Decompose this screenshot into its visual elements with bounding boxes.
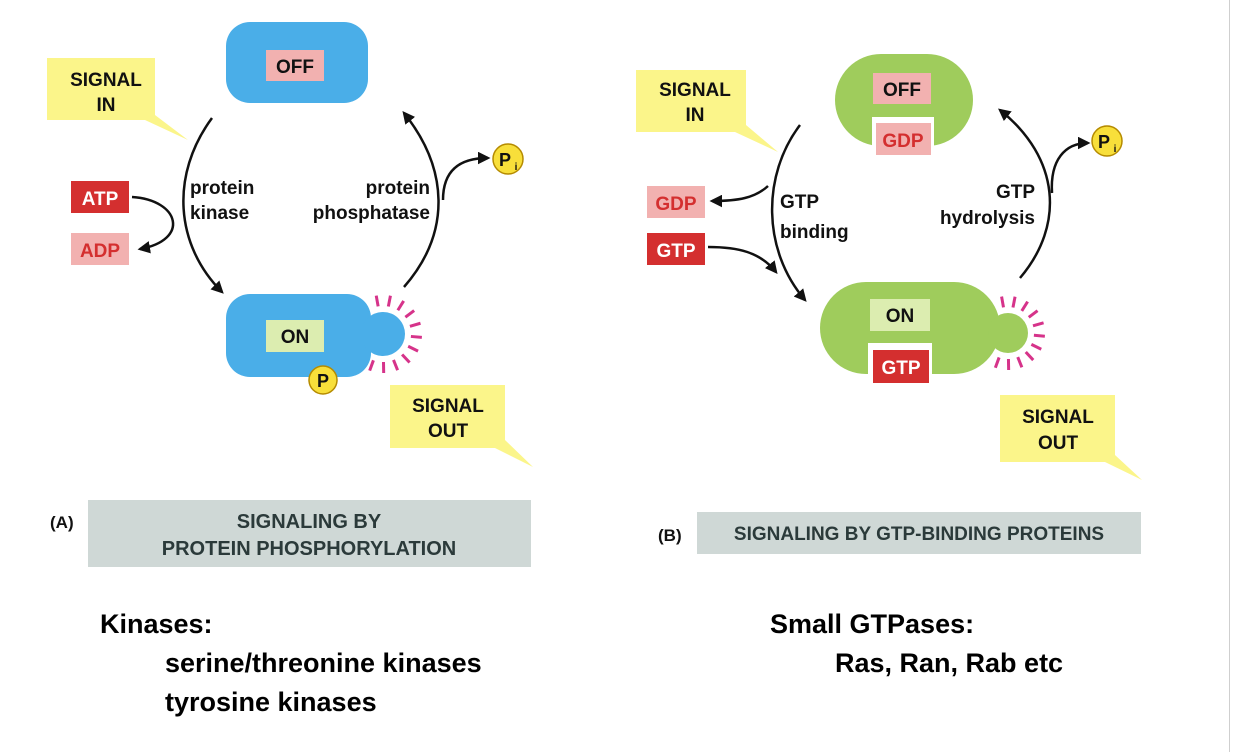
gtpases-heading: Small GTPases:: [770, 609, 975, 639]
adp-box: [71, 233, 129, 265]
gtp-box: [647, 233, 705, 265]
activity-ray: [368, 359, 375, 372]
signal-out-label-line2: OUT: [428, 421, 469, 442]
hydrolysis-label-line2: hydrolysis: [940, 208, 1035, 229]
activity-ray: [404, 309, 416, 319]
panel-b-title: SIGNALING BY GTP-BINDING PROTEINS: [734, 524, 1104, 545]
atp-box: [71, 181, 129, 213]
panel-b-title-box: [697, 512, 1141, 554]
gtp-uptake-arrow: [707, 245, 778, 274]
pi-release-arrow-a: [441, 151, 491, 201]
activity-ray: [1020, 300, 1029, 312]
phosphatase-arrow: [402, 111, 440, 288]
on-protein-a: ON: [226, 294, 405, 377]
kinases-item-tyrosine: tyrosine kinases: [165, 687, 377, 717]
phosphatase-label-line1: protein: [366, 178, 430, 199]
panel-a-title-box: [88, 500, 531, 567]
gtp-label: GTP: [656, 241, 695, 262]
svg-text:i: i: [515, 162, 518, 173]
activity-ray: [1027, 309, 1039, 319]
signal-out-label-line1: SIGNAL: [412, 396, 484, 417]
atp-adp-arrow: [131, 195, 175, 254]
gtp-binding-arrow: [770, 124, 807, 302]
pi-release-arrow-b: [1050, 136, 1091, 194]
panel-b: SIGNAL IN OFF GDP GDP GTP GTP binding GT…: [636, 54, 1142, 554]
on-protein-b: ON GTP: [820, 282, 1028, 388]
off-gdp-label: GDP: [882, 131, 924, 152]
activity-ray: [1032, 321, 1044, 328]
binding-label-line2: binding: [780, 222, 849, 243]
atp-label: ATP: [82, 189, 119, 210]
pi-circle-a: P i: [492, 143, 524, 175]
activity-rays-a: [368, 295, 422, 374]
svg-text:i: i: [1114, 144, 1117, 155]
phosphatase-label-line2: phosphatase: [313, 203, 430, 224]
off-protein-b: OFF GDP: [835, 54, 973, 162]
activity-ray: [1000, 296, 1005, 308]
activity-ray: [993, 356, 1001, 369]
activity-ray: [1011, 296, 1017, 308]
off-protein-a: OFF: [226, 22, 368, 103]
svg-text:P: P: [499, 150, 511, 170]
activity-ray: [396, 300, 405, 312]
page-edge-divider: [1229, 0, 1230, 752]
gdp-label: GDP: [655, 194, 697, 215]
panel-a-title-line1: SIGNALING BY: [237, 511, 382, 533]
activity-ray: [374, 295, 380, 307]
hydrolysis-label-line1: GTP: [996, 182, 1035, 203]
activity-ray: [400, 353, 411, 364]
activity-ray: [409, 321, 421, 328]
on-label-a: ON: [281, 327, 310, 348]
gtp-hydrolysis-arrow: [998, 108, 1052, 279]
phosphate-circle: P: [308, 365, 338, 395]
activity-ray: [386, 295, 392, 307]
activity-ray: [1030, 343, 1042, 351]
off-label-a: OFF: [276, 57, 314, 78]
kinases-heading: Kinases:: [100, 609, 213, 639]
signal-out-flag-b: SIGNAL OUT: [1000, 395, 1142, 480]
svg-text:P: P: [317, 371, 329, 391]
panel-a-title-line2: PROTEIN PHOSPHORYLATION: [162, 538, 456, 560]
signal-out-label-b-line2: OUT: [1038, 433, 1079, 454]
off-label-b: OFF: [883, 80, 921, 101]
svg-text:P: P: [1098, 132, 1110, 152]
on-gtp-label: GTP: [881, 358, 920, 379]
signal-in-flag-a: SIGNAL IN: [47, 58, 188, 140]
signal-in-flag-b: SIGNAL IN: [636, 70, 778, 152]
panel-a-letter: (A): [50, 513, 74, 532]
gdp-release-arrow: [709, 185, 769, 208]
signal-out-flag-a: SIGNAL OUT: [390, 385, 533, 467]
pi-circle-b: P i: [1091, 125, 1123, 157]
on-label-b: ON: [886, 306, 915, 327]
binding-label-line1: GTP: [780, 192, 819, 213]
activity-ray: [407, 344, 419, 353]
activity-ray: [1024, 350, 1035, 362]
activity-ray: [1016, 356, 1024, 368]
kinases-item-serine-threonine: serine/threonine kinases: [165, 648, 482, 678]
activity-ray: [410, 334, 422, 339]
activity-ray: [1033, 333, 1045, 338]
kinase-label-line2: kinase: [190, 203, 249, 224]
signal-in-label-b-line2: IN: [686, 105, 705, 126]
activity-ray: [392, 359, 400, 371]
signal-in-label-b-line1: SIGNAL: [659, 80, 731, 101]
signal-in-label-line2: IN: [97, 95, 116, 116]
panel-a: SIGNAL IN OFF ATP ADP protein kinase pro…: [47, 22, 533, 567]
adp-label: ADP: [80, 241, 120, 262]
signal-out-label-b-line1: SIGNAL: [1022, 407, 1094, 428]
kinase-arrow: [182, 117, 224, 294]
gdp-box: [647, 186, 705, 218]
signal-in-label-line1: SIGNAL: [70, 70, 142, 91]
activity-rays-b: [993, 296, 1045, 371]
kinase-label-line1: protein: [190, 178, 254, 199]
panel-b-letter: (B): [658, 526, 682, 545]
gtpases-item-examples: Ras, Ran, Rab etc: [835, 648, 1064, 678]
